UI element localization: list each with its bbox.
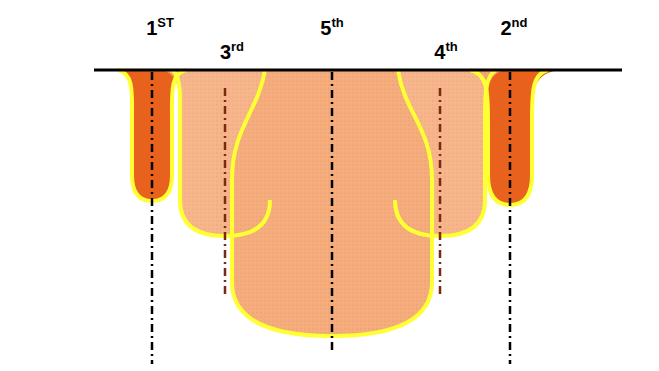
- third-pass-outline: [172, 70, 270, 236]
- surface-line: [94, 69, 622, 72]
- pass-number: 5th: [320, 16, 343, 40]
- center-line: [331, 72, 334, 350]
- pass-number: 1ST: [146, 16, 174, 40]
- center-line: [151, 72, 154, 364]
- pass-number: 2nd: [500, 16, 527, 40]
- pass-number: 3rd: [220, 40, 244, 64]
- pass-number: 4th: [434, 40, 457, 64]
- center-line: [439, 88, 442, 298]
- center-line: [509, 72, 512, 364]
- center-line: [224, 88, 227, 298]
- fourth-pass-outline: [395, 70, 496, 236]
